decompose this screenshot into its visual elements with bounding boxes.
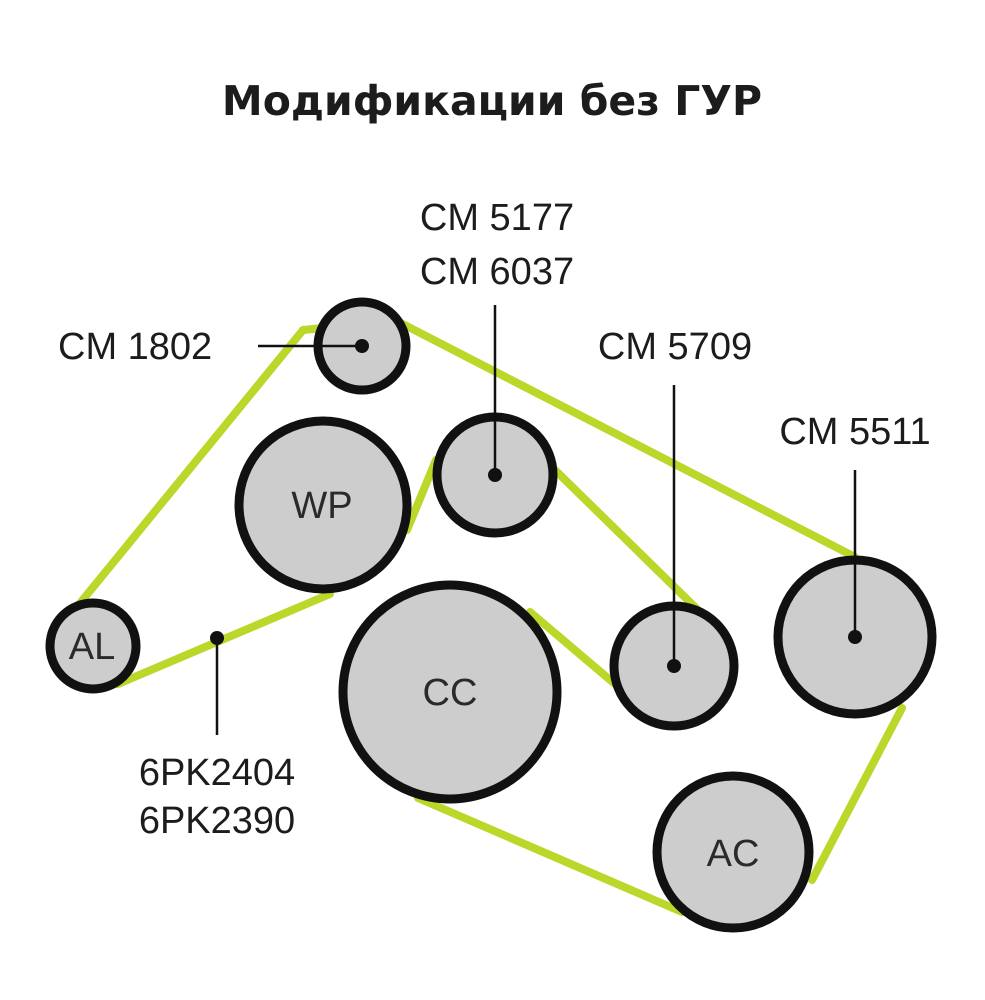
leader-dot-cm1802 (355, 339, 369, 353)
callout-belt-6pk2404: 6PK2404 (139, 752, 295, 794)
water-pump-pulley (234, 416, 412, 594)
crankshaft-label: CC (423, 672, 478, 714)
alternator-pulley (45, 598, 141, 694)
callout-cm5511: CM 5511 (779, 411, 930, 453)
callout-cm5177: CM 5177 (420, 197, 574, 239)
pulleys (45, 297, 937, 933)
alternator-label: AL (69, 626, 115, 668)
ac-compressor-label: AC (707, 833, 760, 875)
belt-segment (403, 456, 440, 534)
belt-segment (68, 326, 307, 617)
water-pump-label: WP (291, 485, 352, 527)
leader-dot-cm5511 (848, 630, 862, 644)
callout-cm1802: CM 1802 (58, 326, 212, 368)
belt-segment (114, 590, 334, 688)
crankshaft-pulley (338, 580, 562, 804)
belt-segment (808, 704, 906, 884)
callout-cm6037: CM 6037 (420, 251, 574, 293)
callout-belt-6pk2390: 6PK2390 (139, 800, 295, 842)
diagram-title: Модификации без ГУР (222, 77, 762, 125)
leader-dot-cm5709 (667, 659, 681, 673)
belt-segment (551, 466, 704, 616)
leader-dot-belt (210, 631, 224, 645)
belt-segment (414, 794, 686, 916)
callout-leaders (210, 305, 862, 735)
ac-compressor-pulley (652, 771, 814, 933)
drive-belt (68, 316, 906, 916)
leader-dot-cm6037 (488, 468, 502, 482)
callout-cm5709: CM 5709 (598, 326, 752, 368)
belt-segment (526, 608, 626, 694)
belt-segment (391, 316, 859, 561)
